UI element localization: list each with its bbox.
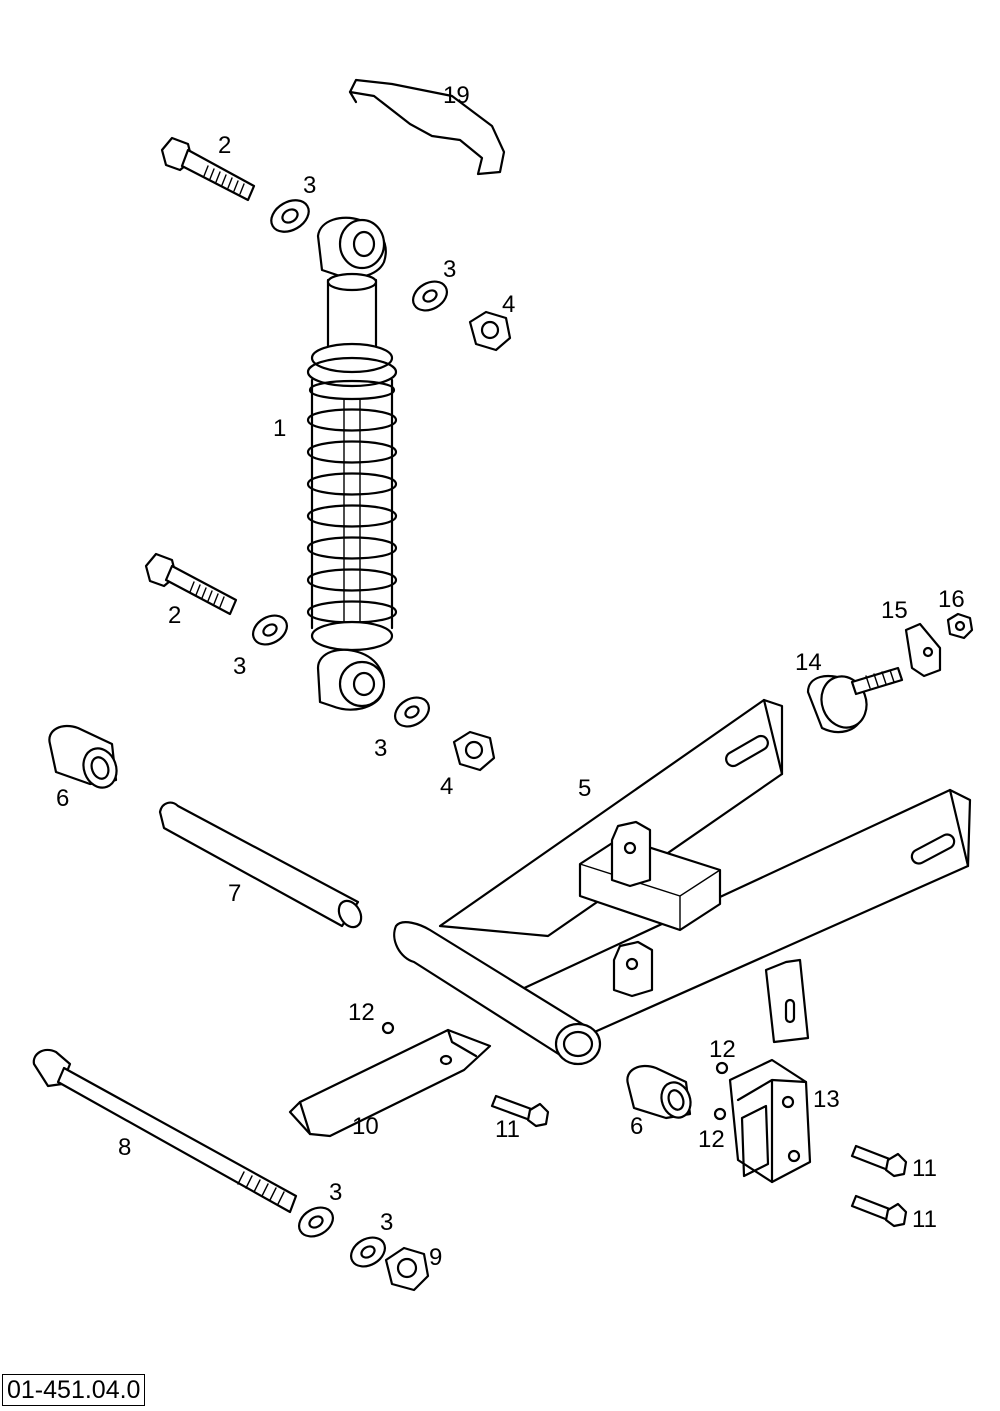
callout-6-right: 6 (630, 1113, 643, 1140)
callout-14: 14 (795, 649, 822, 676)
callout-19: 19 (443, 82, 470, 109)
callout-11-center: 11 (495, 1116, 520, 1143)
callout-3-upper-left: 3 (303, 172, 316, 199)
part-screw-right-lower (850, 1194, 908, 1228)
callout-12-right-upper: 12 (709, 1036, 736, 1063)
callout-8: 8 (118, 1134, 131, 1161)
callout-3-axle-2: 3 (380, 1209, 393, 1236)
callout-5: 5 (578, 775, 591, 802)
part-small-nut (946, 612, 974, 640)
callout-16: 16 (938, 586, 965, 613)
part-tiny-nut-c (713, 1107, 727, 1121)
part-lower-nut (452, 730, 496, 772)
callout-2-upper: 2 (218, 132, 231, 159)
callout-4-upper: 4 (502, 291, 515, 318)
part-washer-upper-right (412, 280, 448, 312)
callout-9: 9 (429, 1244, 442, 1271)
callout-12-right-lower: 12 (698, 1126, 725, 1153)
part-spanner-wrench (348, 78, 506, 176)
part-bushing-left (48, 724, 118, 789)
part-shock-absorber (306, 216, 398, 711)
callout-3-lower-right: 3 (374, 735, 387, 762)
callout-3-upper-right: 3 (443, 256, 456, 283)
part-bushing-right (626, 1064, 692, 1120)
part-bracket-plate (904, 622, 942, 678)
callout-6-left: 6 (56, 785, 69, 812)
callout-10: 10 (352, 1113, 379, 1140)
part-lower-bolt (144, 552, 238, 616)
callout-13: 13 (813, 1086, 840, 1113)
part-washer-upper-left (270, 199, 310, 233)
part-pivot-tube (158, 801, 363, 929)
part-upper-bolt (160, 136, 256, 202)
callout-15: 15 (881, 597, 908, 624)
part-washer-lower-left (252, 614, 288, 646)
part-upper-nut (468, 310, 512, 352)
callout-2-lower: 2 (168, 602, 181, 629)
callout-labels: 19 2 3 3 4 1 2 3 3 4 6 5 7 14 15 16 12 1… (56, 82, 965, 1271)
part-chain-slider (288, 1028, 492, 1138)
part-screw-center (490, 1094, 550, 1128)
callout-11-right-upper: 11 (912, 1155, 937, 1182)
part-swingarm (393, 698, 972, 1066)
callout-1: 1 (273, 415, 286, 442)
part-washer-lower-right (394, 696, 430, 728)
part-tiny-nut-b (715, 1061, 729, 1075)
callout-3-axle-1: 3 (329, 1179, 342, 1206)
part-chain-guide-block (728, 1058, 812, 1184)
part-washer-axle-1 (298, 1206, 334, 1238)
callout-11-right-lower: 11 (912, 1206, 937, 1233)
part-axle-bolt (32, 1048, 298, 1214)
callout-12-left: 12 (348, 999, 375, 1026)
part-axle-nut (384, 1246, 430, 1292)
part-tiny-nut-a (381, 1021, 395, 1035)
callout-7: 7 (228, 880, 241, 907)
part-screw-right-upper (850, 1144, 908, 1178)
callout-3-lower-left: 3 (233, 653, 246, 680)
callout-4-lower: 4 (440, 773, 453, 800)
part-washer-axle-2 (350, 1236, 386, 1268)
part-bumper-stud (806, 666, 904, 734)
drawing-number: 01-451.04.0 (2, 1374, 146, 1406)
